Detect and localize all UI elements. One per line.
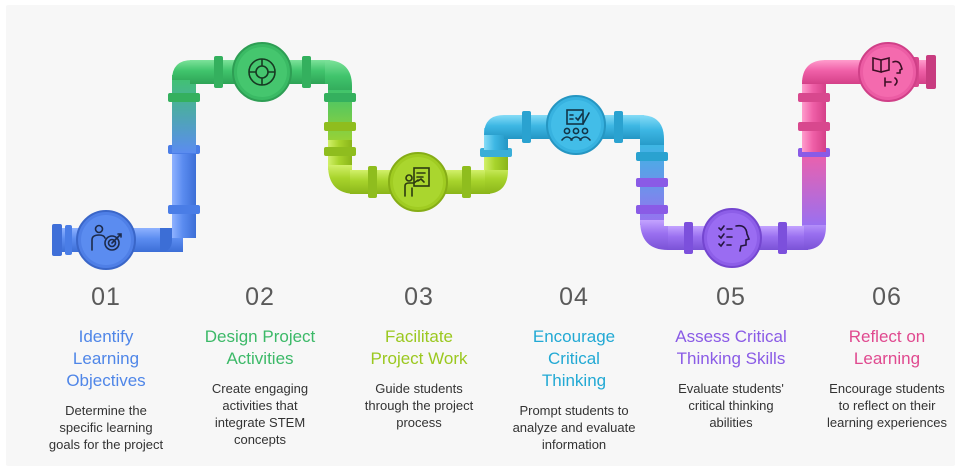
- step-title: Encourage Critical Thinking: [532, 327, 616, 390]
- step-04: 04 Encourage Critical Thinking Prompt st…: [499, 282, 649, 453]
- step-03: 03 Facilitate Project Work Guide student…: [344, 282, 494, 431]
- step-description: Guide students through the project proce…: [364, 381, 474, 430]
- step-06: 06 Reflect on Learning Encourage student…: [812, 282, 961, 431]
- node-03: [388, 152, 448, 212]
- design-wheel-icon: [248, 58, 276, 86]
- node-05: [702, 208, 762, 268]
- step-title: Identify Learning Objectives: [66, 327, 146, 390]
- group-discussion-icon: [561, 109, 591, 141]
- step-description: Encourage students to reflect on their l…: [827, 381, 947, 430]
- checklist-head-icon: [718, 224, 751, 252]
- step-number: 02: [245, 283, 275, 311]
- step-01: 01 Identify Learning Objectives Determin…: [31, 282, 181, 453]
- teacher-board-icon: [404, 167, 430, 197]
- step-description: Evaluate students' critical thinking abi…: [678, 381, 784, 430]
- step-description: Determine the specific learning goals fo…: [48, 403, 164, 452]
- node-04: [546, 95, 606, 155]
- step-number: 04: [559, 283, 589, 311]
- step-number: 06: [872, 283, 902, 311]
- step-title: Reflect on Learning: [848, 327, 926, 368]
- step-02: 02 Design Project Activities Create enga…: [185, 282, 335, 448]
- step-number: 03: [404, 283, 434, 311]
- step-description: Prompt students to analyze and evaluate …: [512, 403, 636, 452]
- step-title: Assess Critical Thinking Skills: [675, 327, 787, 368]
- node-01: [76, 210, 136, 270]
- step-number: 05: [716, 283, 746, 311]
- step-title: Design Project Activities: [204, 327, 316, 368]
- book-reflection-icon: [872, 56, 903, 87]
- node-02: [232, 42, 292, 102]
- step-05: 05 Assess Critical Thinking Skills Evalu…: [656, 282, 806, 431]
- step-description: Create engaging activities that integrat…: [211, 381, 309, 447]
- target-person-icon: [91, 224, 122, 251]
- step-title: Facilitate Project Work: [370, 327, 468, 368]
- step-number: 01: [91, 283, 121, 311]
- node-06: [858, 42, 918, 102]
